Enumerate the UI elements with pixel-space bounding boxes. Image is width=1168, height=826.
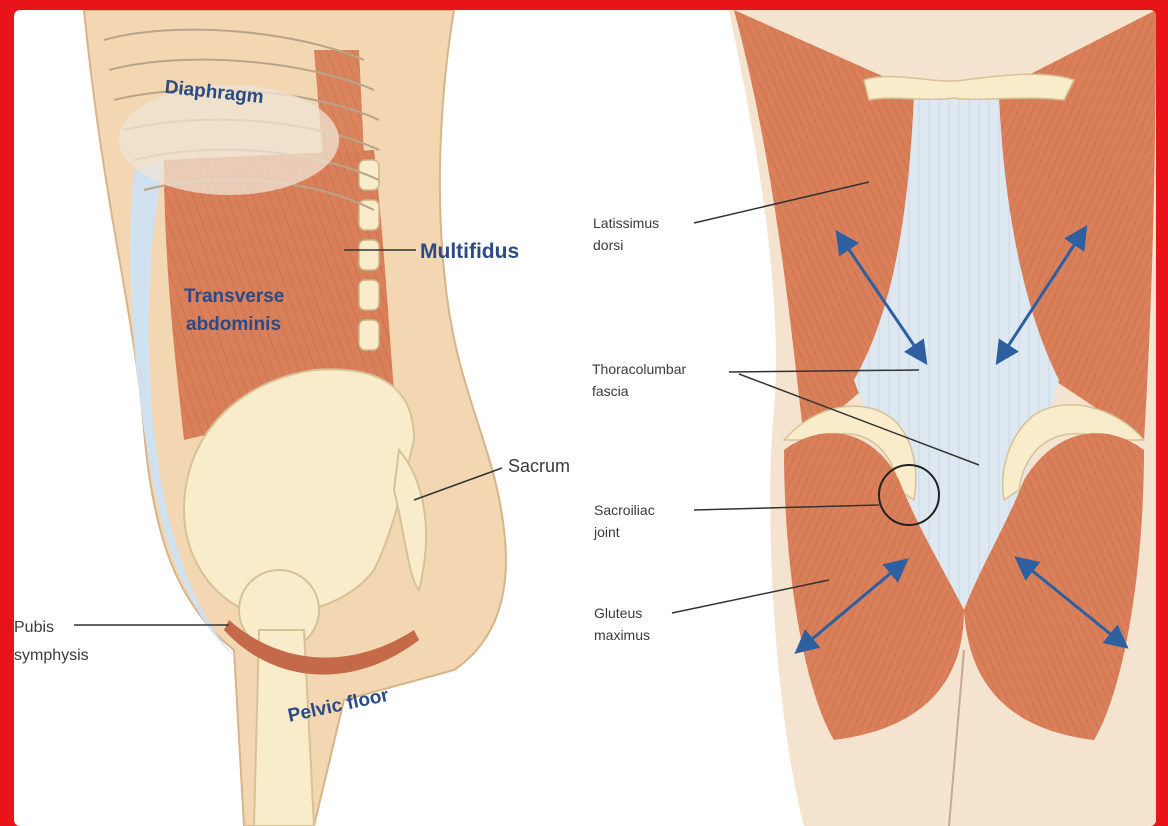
label-sacrum: Sacrum — [508, 456, 570, 476]
label-gluteus-line1: Gluteus — [594, 605, 642, 621]
label-sacroiliac-line1: Sacroiliac — [594, 502, 655, 518]
label-thoracolumbar-line2: fascia — [592, 383, 629, 399]
right-panel-back-view: Latissimus dorsi Thoracolumbar fascia Sa… — [592, 10, 1156, 826]
label-multifidus: Multifidus — [420, 240, 519, 263]
label-latissimus-line1: Latissimus — [593, 215, 659, 231]
label-transverse-line1: Transverse — [184, 286, 284, 307]
left-panel-side-view: Diaphragm Multifidus Transverse abdomini… — [14, 10, 570, 826]
diagram-frame: Diaphragm Multifidus Transverse abdomini… — [14, 10, 1156, 826]
anatomy-illustration: Diaphragm Multifidus Transverse abdomini… — [14, 10, 1156, 826]
label-pubis-line1: Pubis — [14, 619, 54, 636]
label-sacroiliac-line2: joint — [593, 524, 620, 540]
label-pubis-line2: symphysis — [14, 647, 89, 664]
label-latissimus-line2: dorsi — [593, 237, 623, 253]
label-thoracolumbar-line1: Thoracolumbar — [592, 361, 686, 377]
spine — [359, 160, 379, 350]
label-transverse-line2: abdominis — [186, 314, 281, 335]
label-gluteus-line2: maximus — [594, 627, 650, 643]
